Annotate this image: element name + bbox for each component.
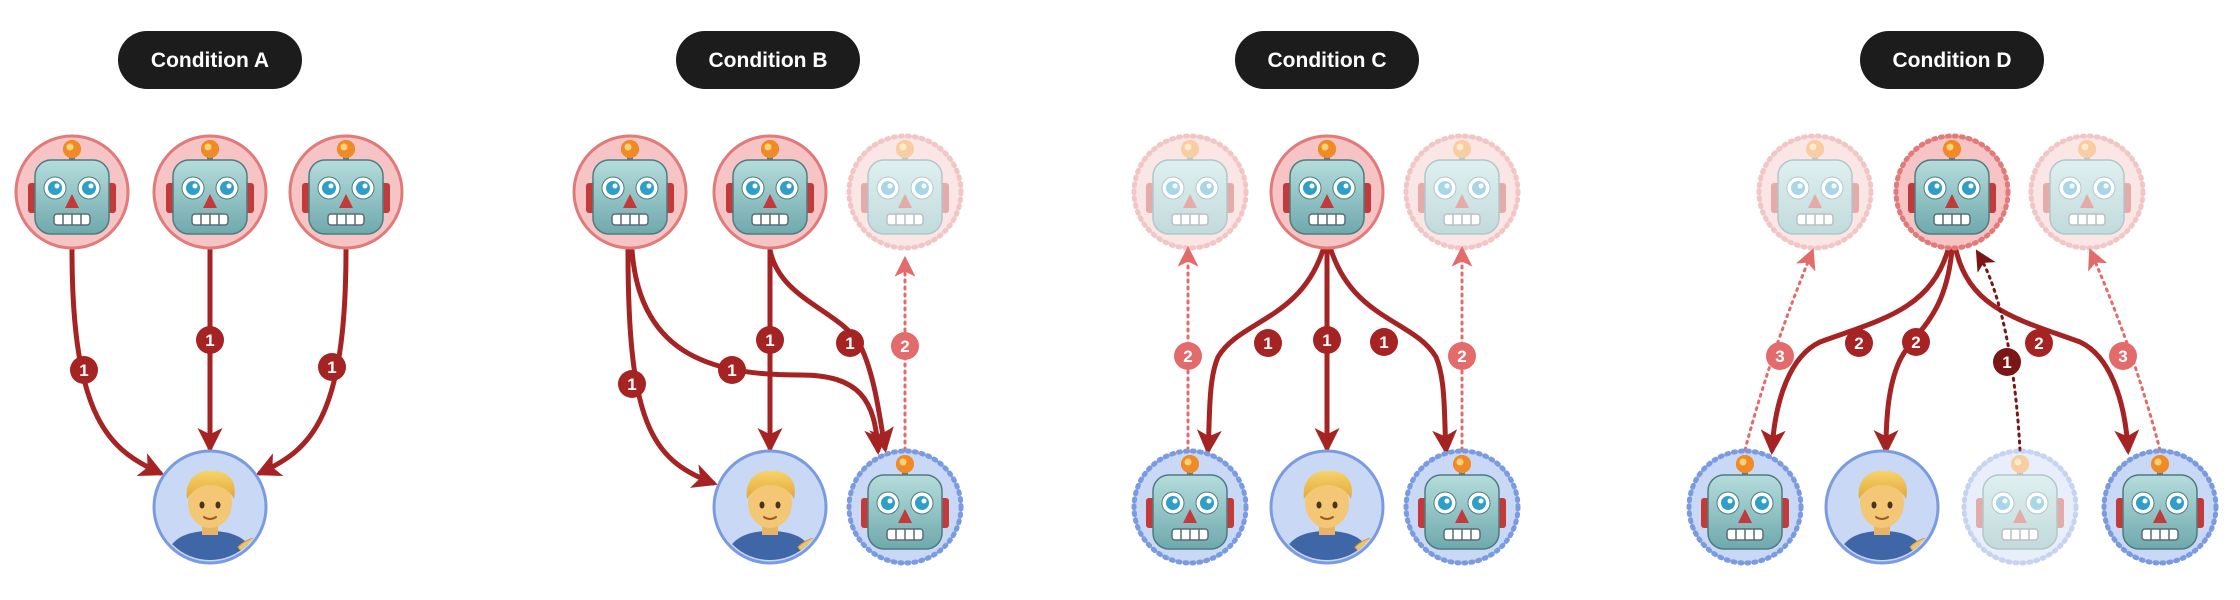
condition-title-pill: Condition B bbox=[676, 31, 860, 89]
edge-badge-b1-b4: 1 bbox=[618, 370, 646, 398]
edge-step-label: 1 bbox=[1263, 334, 1272, 353]
condition-title-pill: Condition A bbox=[118, 31, 302, 89]
edge-step-label: 2 bbox=[1183, 347, 1192, 366]
edge-c2-to-c4 bbox=[1196, 247, 1326, 455]
edge-c2-to-c6 bbox=[1328, 247, 1458, 455]
edge-badge-a3-a4: 1 bbox=[318, 353, 346, 381]
bot-node-d1 bbox=[1756, 133, 1874, 251]
edge-d2-to-d5 bbox=[1873, 247, 1955, 455]
human-node-d5 bbox=[1824, 449, 1940, 565]
human-node-c5 bbox=[1269, 449, 1385, 565]
bot-node-c6 bbox=[1403, 448, 1521, 566]
edge-badge-d7-d3: 3 bbox=[2109, 342, 2137, 370]
bot-node-b5 bbox=[846, 448, 964, 566]
edge-badge-b2-b4: 1 bbox=[756, 326, 784, 354]
panel-condition-a: Condition A 1 1 1 bbox=[14, 31, 404, 565]
edge-b1-to-b5 bbox=[629, 247, 890, 455]
bot-node-d2 bbox=[1893, 133, 2011, 251]
edge-step-label: 2 bbox=[1911, 333, 1920, 352]
edge-badge-c6-c3: 2 bbox=[1448, 342, 1476, 370]
bot-node-a1 bbox=[14, 134, 130, 250]
edge-badge-d4-d1: 3 bbox=[1766, 342, 1794, 370]
edge-step-label: 3 bbox=[2118, 347, 2127, 366]
edge-step-label: 1 bbox=[79, 361, 88, 380]
edge-step-label: 1 bbox=[205, 331, 214, 350]
condition-title: Condition A bbox=[151, 49, 269, 72]
edge-step-label: 2 bbox=[1457, 347, 1466, 366]
bot-node-d7 bbox=[2101, 448, 2219, 566]
edge-a1-to-a4 bbox=[69, 247, 165, 476]
panel-condition-b: Condition B 1 1 1 1 2 bbox=[572, 31, 964, 566]
bot-node-c3 bbox=[1403, 133, 1521, 251]
edge-step-label: 1 bbox=[845, 334, 854, 353]
edge-step-label: 2 bbox=[900, 337, 909, 356]
bot-node-c1 bbox=[1131, 133, 1249, 251]
edge-badge-d2-d5: 2 bbox=[1902, 328, 1930, 356]
edge-badge-b2-b5: 1 bbox=[836, 329, 864, 357]
edge-step-label: 1 bbox=[327, 358, 336, 377]
edge-step-label: 2 bbox=[1854, 334, 1863, 353]
edge-b1-to-b4 bbox=[625, 247, 718, 488]
edge-d6-to-d2 bbox=[1975, 249, 2022, 452]
human-node-b4 bbox=[712, 449, 828, 565]
bot-node-d6 bbox=[1961, 448, 2079, 566]
edge-step-label: 1 bbox=[627, 375, 636, 394]
bot-node-b3 bbox=[846, 133, 964, 251]
edge-b2-to-b5 bbox=[767, 247, 894, 453]
condition-title: Condition B bbox=[709, 49, 828, 72]
edge-d2-to-d7 bbox=[1953, 247, 2140, 455]
edge-badge-a1-a4: 1 bbox=[70, 356, 98, 384]
edge-a3-to-a4 bbox=[255, 247, 349, 476]
edge-badge-d6-d2: 1 bbox=[1993, 348, 2021, 376]
panel-condition-c: Condition C 1 1 1 2 2 bbox=[1131, 31, 1521, 566]
edge-badge-a2-a4: 1 bbox=[196, 326, 224, 354]
edge-badge-b5-b3: 2 bbox=[891, 332, 919, 360]
edge-step-label: 2 bbox=[2034, 334, 2043, 353]
bot-node-c4 bbox=[1131, 448, 1249, 566]
edge-badge-c2-c5: 1 bbox=[1313, 326, 1341, 354]
bot-node-b1 bbox=[572, 134, 688, 250]
bot-node-a2 bbox=[152, 134, 268, 250]
edge-badge-d2-d4: 2 bbox=[1845, 329, 1873, 357]
edge-step-label: 1 bbox=[727, 361, 736, 380]
condition-title: Condition C bbox=[1268, 49, 1387, 72]
human-node-a4 bbox=[152, 449, 268, 565]
bot-node-b2 bbox=[712, 134, 828, 250]
edge-step-label: 3 bbox=[1775, 347, 1784, 366]
bot-node-d3 bbox=[2028, 133, 2146, 251]
edge-badge-c2-c4: 1 bbox=[1254, 329, 1282, 357]
edge-badge-d2-d7: 2 bbox=[2025, 329, 2053, 357]
condition-title-pill: Condition D bbox=[1860, 31, 2044, 89]
edge-step-label: 1 bbox=[1379, 333, 1388, 352]
edge-step-label: 1 bbox=[1322, 331, 1331, 350]
bot-node-c2 bbox=[1269, 134, 1385, 250]
edge-d2-to-d4 bbox=[1760, 247, 1951, 455]
panel-condition-d: Condition D 2 2 2 1 3 3 bbox=[1686, 31, 2219, 566]
edge-badge-c4-c1: 2 bbox=[1174, 342, 1202, 370]
edge-step-label: 1 bbox=[765, 331, 774, 350]
edge-badge-b1-b5: 1 bbox=[718, 356, 746, 384]
condition-title-pill: Condition C bbox=[1235, 31, 1419, 89]
bot-node-d4 bbox=[1686, 448, 1804, 566]
edge-step-label: 1 bbox=[2002, 353, 2011, 372]
condition-title: Condition D bbox=[1893, 49, 2012, 72]
edge-badge-c2-c6: 1 bbox=[1370, 328, 1398, 356]
bot-node-a3 bbox=[288, 134, 404, 250]
